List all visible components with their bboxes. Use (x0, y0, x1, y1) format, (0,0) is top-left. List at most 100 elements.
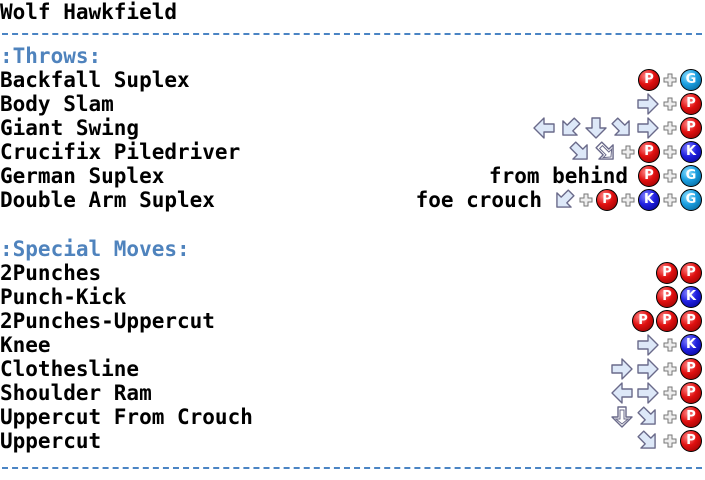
plus-icon (662, 165, 678, 187)
punch-button-icon: P (638, 69, 660, 91)
section-title: :Special Moves: (0, 237, 190, 261)
kick-button-icon: K (680, 141, 702, 163)
punch-button-icon: P (680, 358, 702, 380)
move-condition: foe crouch (415, 188, 542, 212)
plus-icon (662, 141, 678, 163)
move-name: Body Slam (0, 92, 114, 116)
punch-button-icon: P (680, 310, 702, 332)
move-command: P (636, 429, 702, 453)
move-name: 2Punches-Uppercut (0, 309, 215, 333)
plus-icon (578, 189, 594, 211)
arrow-down-icon (584, 116, 608, 140)
arrow-forward-icon (636, 381, 660, 405)
plus-icon (662, 93, 678, 115)
plus-icon (662, 382, 678, 404)
move-name: Shoulder Ram (0, 381, 152, 405)
move-row: Uppercut P (0, 429, 705, 453)
move-row: Shoulder Ram P (0, 381, 705, 405)
arrow-forward-icon (636, 116, 660, 140)
kick-button-icon: K (680, 334, 702, 356)
move-condition: from behind (488, 164, 628, 188)
move-name: Backfall Suplex (0, 68, 190, 92)
punch-button-icon: P (680, 93, 702, 115)
move-row: Body Slam P (0, 92, 705, 116)
guard-button-icon: G (680, 189, 702, 211)
move-row: Knee K (0, 333, 705, 357)
plus-icon (662, 430, 678, 452)
move-command: P (610, 381, 702, 405)
section-title: :Throws: (0, 44, 102, 68)
arrow-down-forward-icon (636, 429, 660, 453)
punch-button-icon: P (632, 310, 654, 332)
move-name: Crucifix Piledriver (0, 140, 241, 164)
arrow-down-forward-icon (568, 140, 592, 164)
move-name: Giant Swing (0, 116, 140, 140)
plus-icon (662, 117, 678, 139)
arrow-down-back-icon (558, 116, 582, 140)
move-name: Double Arm Suplex (0, 188, 215, 212)
arrow-down-hold-icon (610, 405, 634, 429)
punch-button-icon: P (656, 310, 678, 332)
move-command: K (636, 333, 702, 357)
move-name: Knee (0, 333, 51, 357)
move-command: P (610, 405, 702, 429)
move-name: 2Punches (0, 261, 102, 285)
move-name: Uppercut (0, 429, 102, 453)
plus-icon (662, 69, 678, 91)
punch-button-icon: P (638, 141, 660, 163)
arrow-forward-icon (636, 357, 660, 381)
punch-button-icon: P (680, 382, 702, 404)
punch-button-icon: P (656, 286, 678, 308)
plus-icon (662, 334, 678, 356)
move-name: Punch-Kick (0, 285, 127, 309)
kick-button-icon: K (638, 189, 660, 211)
character-name: Wolf Hawkfield (0, 0, 178, 24)
arrow-back-icon (532, 116, 556, 140)
move-command: P (636, 92, 702, 116)
arrow-forward-icon (610, 357, 634, 381)
punch-button-icon: P (680, 117, 702, 139)
arrow-forward-icon (636, 92, 660, 116)
arrow-down-forward-icon (610, 116, 634, 140)
arrow-down-forward-icon (636, 405, 660, 429)
plus-icon (662, 406, 678, 428)
kick-button-icon: K (680, 286, 702, 308)
move-name: Clothesline (0, 357, 140, 381)
section-divider (2, 467, 702, 469)
move-name: German Suplex (0, 164, 165, 188)
plus-icon (620, 141, 636, 163)
punch-button-icon: P (680, 430, 702, 452)
move-name: Uppercut From Crouch (0, 405, 253, 429)
arrow-down-forward-hold-icon (594, 140, 618, 164)
arrow-forward-icon (636, 333, 660, 357)
move-row: Clothesline P (0, 357, 705, 381)
move-row: Uppercut From Crouch P (0, 405, 705, 429)
arrow-down-back-icon (552, 188, 576, 212)
section-divider (2, 33, 702, 35)
guard-button-icon: G (680, 165, 702, 187)
move-command: P (532, 116, 702, 140)
plus-icon (620, 189, 636, 211)
plus-icon (662, 358, 678, 380)
punch-button-icon: P (656, 262, 678, 284)
move-command: P (610, 357, 702, 381)
punch-button-icon: P (680, 262, 702, 284)
punch-button-icon: P (680, 406, 702, 428)
guard-button-icon: G (680, 69, 702, 91)
arrow-back-icon (610, 381, 634, 405)
move-row: Giant Swing P (0, 116, 705, 140)
punch-button-icon: P (638, 165, 660, 187)
